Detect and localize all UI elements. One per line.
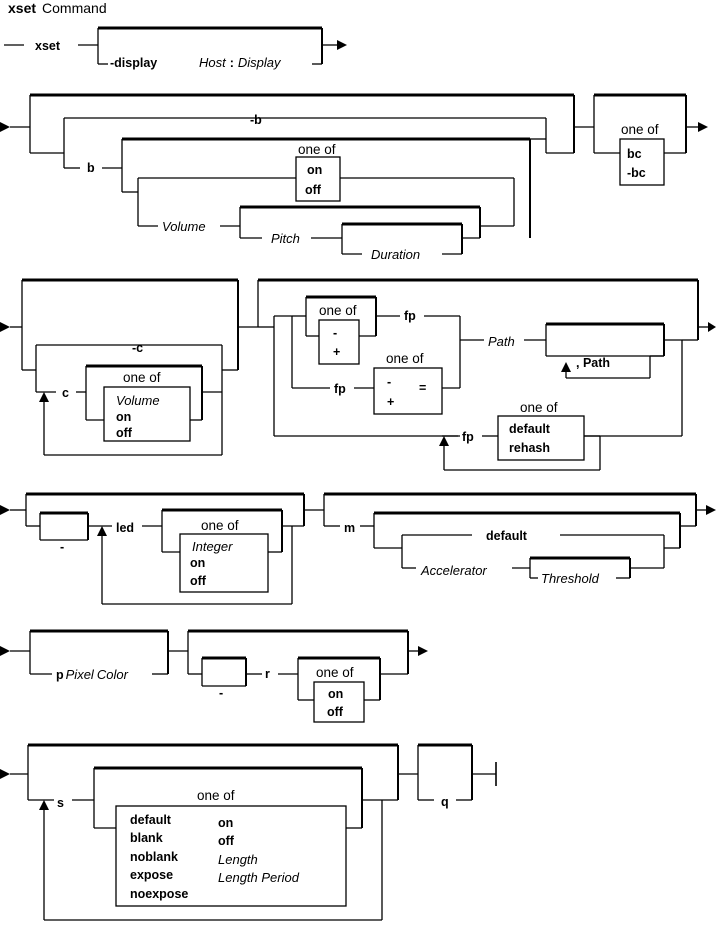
label-volume: Volume <box>162 219 206 234</box>
row-display: xset -display Host:Display <box>4 26 347 70</box>
label-fp-a: fp <box>404 309 416 323</box>
label-fp-plus2: + <box>387 395 394 409</box>
label-r-on: on <box>328 687 343 701</box>
s-right-options: on off Length Length Period <box>218 816 300 885</box>
label-host-display: Host:Display <box>199 55 282 70</box>
label-fp-eq: = <box>419 381 426 395</box>
row-click-fontpath: -c c one of Volume on off <box>0 278 716 471</box>
arrow-right-icon <box>418 646 428 656</box>
choice-box-fp-mod <box>373 367 443 415</box>
label-q: q <box>441 795 449 809</box>
choice-box-fp-cmd <box>497 415 585 461</box>
label-one-of-fp1: one of <box>319 303 357 318</box>
choice-box-onoff <box>295 156 341 202</box>
option-length: Length <box>218 852 258 867</box>
label-pitch: Pitch <box>271 231 300 246</box>
arrow-right-icon <box>706 505 716 515</box>
label-neg-b: -b <box>250 113 262 127</box>
label-c: c <box>62 386 69 400</box>
label-m-default: default <box>486 529 528 543</box>
label-one-of-r: one of <box>316 665 354 680</box>
choice-box-bc <box>619 138 665 186</box>
row-screensaver: s one of default blank noblank expose no… <box>0 743 497 921</box>
row-bell: -b b one of on off Volume Pitch <box>0 93 708 262</box>
label-comma-path: , Path <box>576 356 610 370</box>
row-led-mouse: - led one of Integer on off m <box>0 492 716 605</box>
repeat-arrow-icon <box>439 436 449 446</box>
option-default: default <box>130 813 172 827</box>
option-on: on <box>218 816 233 830</box>
arrow-entry-icon <box>0 769 10 779</box>
label-m: m <box>344 521 355 535</box>
label-led-off: off <box>190 574 207 588</box>
arrow-entry-icon <box>0 322 10 332</box>
label-c-on: on <box>116 410 131 424</box>
option-noblank: noblank <box>130 850 178 864</box>
s-left-options: default blank noblank expose noexpose <box>130 813 188 901</box>
label-rehash: rehash <box>509 441 550 455</box>
label-r: r <box>265 667 270 681</box>
label-one-of-fp2: one of <box>386 351 424 366</box>
label-fp-plus: + <box>333 345 340 359</box>
label-xset: xset <box>35 39 61 53</box>
label-fp-c: fp <box>462 430 474 444</box>
label-led-minus: - <box>60 540 64 554</box>
label-one-of-s: one of <box>197 788 235 803</box>
label-path: Path <box>488 334 515 349</box>
label-one-of-onoff: one of <box>298 142 336 157</box>
label-on: on <box>307 163 322 177</box>
label-b: b <box>87 161 95 175</box>
option-expose: expose <box>130 868 173 882</box>
label-off: off <box>305 183 322 197</box>
option-blank: blank <box>130 831 163 845</box>
choice-box-fp-sign <box>318 319 360 365</box>
option-noexpose: noexpose <box>130 887 188 901</box>
arrow-right-icon <box>337 40 347 50</box>
label-led-on: on <box>190 556 205 570</box>
choice-box-led <box>179 533 269 593</box>
option-off: off <box>218 834 235 848</box>
choice-box-r <box>313 681 365 723</box>
label-r-off: off <box>327 705 344 719</box>
label-one-of-bc: one of <box>621 122 659 137</box>
label-threshold: Threshold <box>541 571 600 586</box>
arrow-entry-icon <box>0 122 10 132</box>
arrow-entry-icon <box>0 505 10 515</box>
label-bc: bc <box>627 147 642 161</box>
option-length-period: Length Period <box>218 870 300 885</box>
label-fp-minus: - <box>333 326 337 340</box>
label-neg-bc: -bc <box>627 166 646 180</box>
label-fp-minus2: - <box>387 375 391 389</box>
repeat-arrow-icon <box>39 800 49 810</box>
label-one-of-c: one of <box>123 370 161 385</box>
label-default: default <box>509 422 551 436</box>
label-r-minus: - <box>219 686 223 700</box>
arrow-right-icon <box>698 122 708 132</box>
arrow-right-icon <box>708 322 716 332</box>
label-fp-b: fp <box>334 382 346 396</box>
arrow-entry-icon <box>0 646 10 656</box>
choice-box-s <box>115 805 347 907</box>
label-led: led <box>116 521 134 535</box>
label-duration: Duration <box>371 247 420 262</box>
repeat-arrow-icon <box>561 362 571 372</box>
label-c-volume: Volume <box>116 393 160 408</box>
label-s: s <box>57 796 64 810</box>
label-integer: Integer <box>192 539 233 554</box>
repeat-arrow-icon <box>39 392 49 402</box>
label-c-off: off <box>116 426 133 440</box>
label-accelerator: Accelerator <box>420 563 487 578</box>
choice-box-c <box>103 386 191 442</box>
label-display-flag: -display <box>110 56 157 70</box>
repeat-arrow-icon <box>97 526 107 536</box>
label-neg-c: -c <box>132 341 143 355</box>
label-one-of-fp3: one of <box>520 400 558 415</box>
label-one-of-led: one of <box>201 518 239 533</box>
